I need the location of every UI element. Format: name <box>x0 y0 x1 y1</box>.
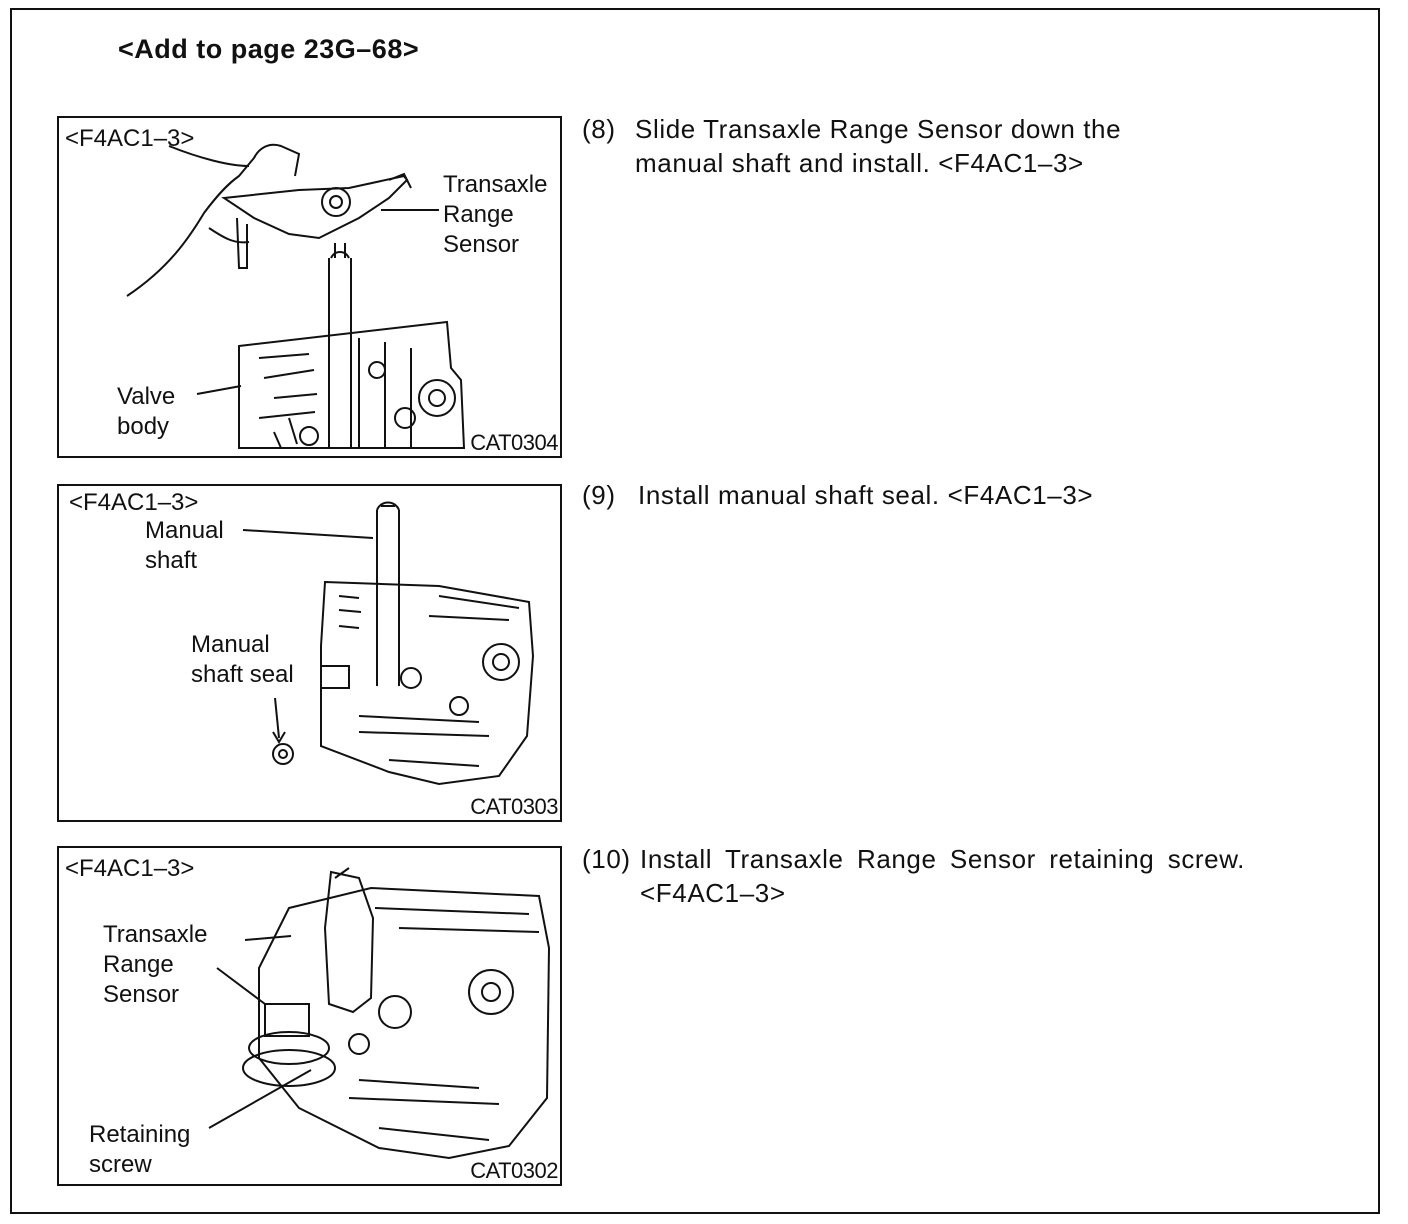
step-10: (10) Install Transaxle Range Sensor reta… <box>582 842 1262 922</box>
label-transaxle-range-sensor: Transaxle Range Sensor <box>443 171 548 258</box>
figure-tag: <F4AC1–3> <box>65 125 195 152</box>
step-8: (8) Slide Transaxle Range Sensor down th… <box>582 112 1202 192</box>
step-text: Install manual shaft seal. <F4AC1–3> <box>638 480 1094 510</box>
label-retaining-screw: Retaining screw <box>89 1121 191 1178</box>
page-header: <Add to page 23G–68> <box>118 34 420 64</box>
step-number: (10) <box>582 844 631 874</box>
label-transaxle-range-sensor: Transaxle Range Sensor <box>103 921 208 1008</box>
figure-tag: <F4AC1–3> <box>65 855 195 882</box>
sensor-install-illustration <box>126 143 466 449</box>
figure-cat0302: <F4AC1–3> Transaxle Range Sensor Retaini… <box>57 846 562 1186</box>
page-frame <box>10 8 1380 1214</box>
label-manual-shaft-seal: Manual shaft seal <box>191 631 294 688</box>
label-manual-shaft: Manual shaft <box>145 517 224 574</box>
shaft-seal-illustration <box>242 501 535 786</box>
figure-code: CAT0303 <box>470 794 558 819</box>
figure-code: CAT0304 <box>470 430 558 455</box>
step-number: (8) <box>582 114 616 144</box>
label-valve-body: Valve body <box>117 383 176 440</box>
step-number: (9) <box>582 480 616 510</box>
step-9: (9) Install manual shaft seal. <F4AC1–3> <box>582 478 1202 518</box>
figure-cat0303: <F4AC1–3> Manual shaft Manual shaft seal… <box>57 484 562 822</box>
figure-cat0304: <F4AC1–3> Transaxle Range Sensor Valve b… <box>57 116 562 458</box>
figure-tag: <F4AC1–3> <box>69 489 199 516</box>
retaining-screw-illustration <box>208 867 551 1160</box>
figure-code: CAT0302 <box>470 1158 558 1183</box>
step-text: Slide Transaxle Range Sensor down the ma… <box>635 114 1122 178</box>
step-text: Install Transaxle Range Sensor retaining… <box>640 844 1245 908</box>
